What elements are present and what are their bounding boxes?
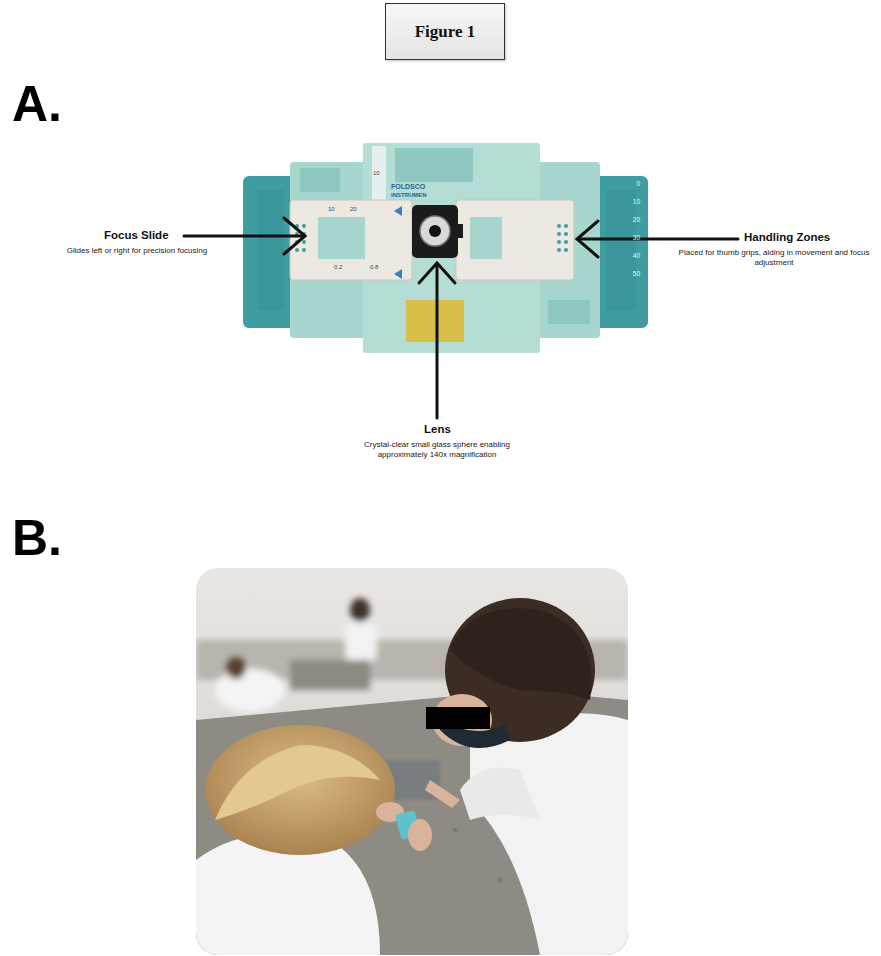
brand-text: FOLDSCO bbox=[391, 183, 425, 191]
callout-note: Crystal-clear small glass sphere enablin… bbox=[352, 440, 522, 459]
grip-dots bbox=[557, 224, 568, 252]
scale-number: 0.2 bbox=[334, 264, 342, 271]
lens-holder bbox=[412, 205, 458, 258]
brand-text: INSTRUMEN bbox=[391, 192, 427, 199]
leader-line bbox=[436, 264, 439, 418]
callout-heading: Handling Zones bbox=[744, 231, 830, 245]
ruler-number: 0 bbox=[618, 180, 640, 188]
callout-note: Placed for thumb grips, aiding in moveme… bbox=[674, 248, 874, 267]
ruler-number: 40 bbox=[618, 252, 640, 260]
ruler-number: 10 bbox=[618, 198, 640, 206]
leader-arrows bbox=[184, 218, 738, 418]
tab bbox=[548, 300, 590, 324]
wing-shade bbox=[606, 190, 636, 310]
figure-title: Figure 1 bbox=[415, 22, 476, 42]
slide-window bbox=[318, 217, 365, 259]
leader-line bbox=[184, 235, 304, 238]
arrow-head bbox=[419, 263, 455, 283]
ruler-number: 20 bbox=[618, 216, 640, 224]
leader-line bbox=[578, 238, 738, 241]
lens-tab bbox=[456, 224, 463, 238]
top-window bbox=[395, 148, 473, 182]
title-box: Figure 1 bbox=[385, 3, 505, 60]
scale-number: 20 bbox=[350, 206, 357, 213]
ruler-number: 50 bbox=[618, 270, 640, 278]
scale-number: 10 bbox=[328, 206, 335, 213]
scale-number: 0.8 bbox=[370, 264, 378, 271]
lab-photo bbox=[196, 568, 628, 955]
lens-ring bbox=[420, 216, 450, 246]
panel-letter: B. bbox=[12, 508, 62, 568]
arrow-head bbox=[284, 218, 305, 254]
panel-letter: A. bbox=[12, 74, 62, 134]
ruler-number: 30 bbox=[618, 234, 640, 242]
wing-shade bbox=[258, 190, 284, 310]
marker-triangle bbox=[394, 269, 402, 279]
censor-bar bbox=[426, 707, 490, 729]
callout-heading: Lens bbox=[424, 423, 451, 437]
arrow-head bbox=[577, 221, 598, 257]
scale-number: 10 bbox=[373, 170, 380, 177]
yellow-strip bbox=[406, 300, 464, 342]
focus-slide bbox=[456, 200, 574, 280]
callout-heading: Focus Slide bbox=[104, 229, 169, 243]
marker-triangle bbox=[394, 206, 402, 216]
focus-slide bbox=[290, 200, 412, 280]
callout-note: Glides left or right for precision focus… bbox=[62, 246, 212, 256]
lens-sphere bbox=[429, 225, 441, 237]
slide-window bbox=[470, 217, 502, 259]
foldscope-illustration bbox=[243, 143, 648, 353]
tab bbox=[300, 168, 340, 192]
